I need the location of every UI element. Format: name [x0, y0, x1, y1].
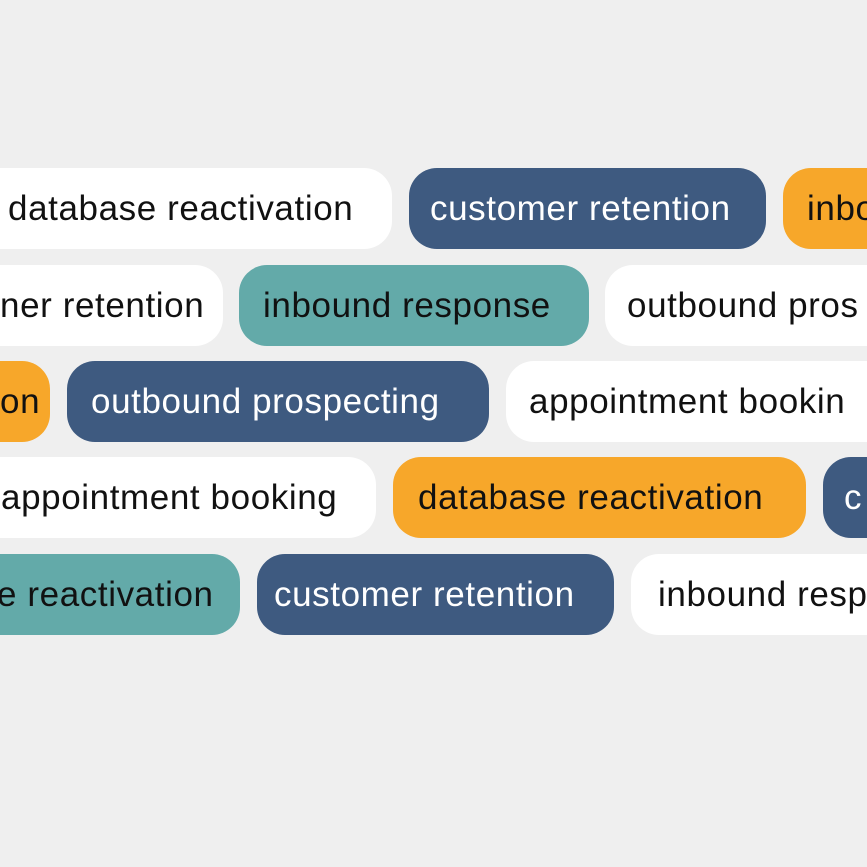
- tag-pill: appointment booking: [0, 457, 376, 538]
- tag-pill: e reactivation: [0, 554, 240, 635]
- tag-label: customer retention: [430, 188, 731, 228]
- tag-label: database reactivation: [8, 188, 354, 228]
- tag-row: on outbound prospecting appointment book…: [0, 361, 867, 442]
- tag-pill: database reactivation: [0, 168, 392, 249]
- tag-pill: on: [0, 361, 50, 442]
- tag-label: on: [0, 381, 41, 421]
- tag-pill: customer retention: [257, 554, 614, 635]
- tag-label: appointment bookin: [529, 381, 846, 421]
- tag-label: inbo: [807, 188, 867, 228]
- tag-row: ner retention inbound response outbound …: [0, 265, 867, 346]
- tag-pill: database reactivation: [393, 457, 806, 538]
- tag-pill: customer retention: [409, 168, 766, 249]
- tag-pill: inbound resp: [631, 554, 867, 635]
- tag-label: e reactivation: [0, 574, 214, 614]
- tag-label: inbound response: [263, 285, 551, 325]
- tag-row: appointment booking database reactivatio…: [0, 457, 867, 538]
- tag-pill: inbound response: [239, 265, 589, 346]
- tag-label: c: [844, 477, 863, 517]
- tag-pill: appointment bookin: [506, 361, 867, 442]
- tag-pill: inbo: [783, 168, 867, 249]
- tag-row: e reactivation customer retention inboun…: [0, 554, 867, 635]
- tag-label: inbound resp: [658, 574, 867, 614]
- tag-label: customer retention: [274, 574, 575, 614]
- tag-label: ner retention: [0, 285, 205, 325]
- tag-pill: outbound prospecting: [67, 361, 489, 442]
- tag-label: outbound pros: [627, 285, 859, 325]
- tag-row: database reactivation customer retention…: [0, 168, 867, 249]
- tag-pill: c: [823, 457, 867, 538]
- tag-label: appointment booking: [1, 477, 338, 517]
- tag-label: outbound prospecting: [91, 381, 440, 421]
- tag-pill: outbound pros: [605, 265, 867, 346]
- tag-pill: ner retention: [0, 265, 223, 346]
- tag-label: database reactivation: [418, 477, 764, 517]
